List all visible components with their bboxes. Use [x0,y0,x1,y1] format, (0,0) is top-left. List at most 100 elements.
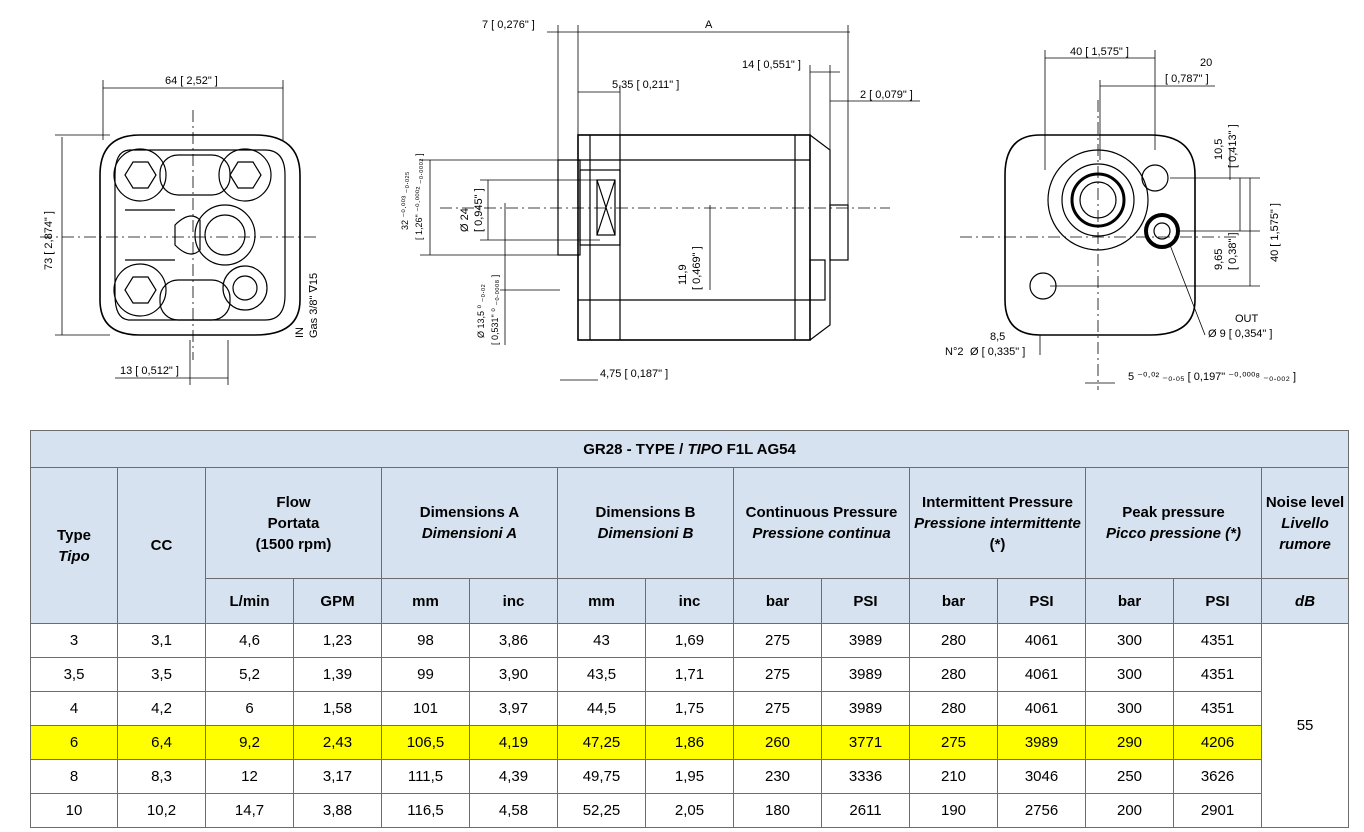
table-cell: 2611 [821,793,910,828]
table-cell: 1,23 [293,623,382,658]
front-height-label: 73 [ 2,874" ] [43,211,55,270]
front-view [99,134,301,336]
back-dimensions [960,50,1260,390]
table-cell: 98 [381,623,470,658]
table-cell: 280 [909,691,998,726]
table-cell: 3626 [1173,759,1262,794]
back-dim-965: 9,65 [1213,249,1225,270]
unit-header: GPM [293,578,382,624]
table-cell: 3,5 [30,657,118,692]
side-dim-119: 11,9 [677,264,689,285]
back-dim-105: 10,5 [1213,139,1225,160]
table-cell: 106,5 [381,725,470,760]
n2-label: N°2 [945,346,963,358]
back-dim-0787: [ 0,787" ] [1165,73,1209,85]
table-cell: 300 [1085,623,1174,658]
unit-header: bar [733,578,822,624]
table-cell: 1,75 [645,691,734,726]
table-cell: 43 [557,623,646,658]
table-cell: 10 [30,793,118,828]
side-dim-7: 7 [ 0,276" ] [482,19,535,31]
side-dim-475: 4,75 [ 0,187" ] [600,368,668,380]
side-dim-0469: [ 0,469" ] [691,246,703,290]
table-cell: 275 [733,657,822,692]
unit-header: PSI [821,578,910,624]
front-width-label: 64 [ 2,52" ] [165,75,218,87]
table-cell: 5,2 [205,657,294,692]
table-cell: 3771 [821,725,910,760]
out-label: OUT [1235,313,1259,325]
side-dim-126: [ 1,26" ⁻⁰·⁰⁰⁰² ₋₀.₀₀₀₂ ] [414,153,424,240]
table-cell: 1,95 [645,759,734,794]
unit-header-noise: dB [1260,578,1350,624]
table-cell: 3336 [821,759,910,794]
table-cell: 3,86 [469,623,558,658]
table-cell: 210 [909,759,998,794]
table-cell: 4,2 [117,691,206,726]
table-cell: 1,39 [293,657,382,692]
table-cell: 4 [30,691,118,726]
table-cell: 2756 [997,793,1086,828]
table-cell: 4,39 [469,759,558,794]
side-dim-2: 2 [ 0,079" ] [860,89,913,101]
table-cell: 3,5 [117,657,206,692]
table-cell: 230 [733,759,822,794]
side-dim-32: 32 ⁻⁰·⁰⁰³ ₋₀.₀₂₅ [400,171,410,230]
side-view [557,134,849,341]
table-cell: 101 [381,691,470,726]
side-dim-535: 5,35 [ 0,211" ] [612,79,679,91]
table-cell: 1,69 [645,623,734,658]
side-dimensions [420,25,920,381]
table-cell: 2,05 [645,793,734,828]
table-cell: 1,86 [645,725,734,760]
table-cell: 1,58 [293,691,382,726]
table-cell: 52,25 [557,793,646,828]
side-dim-0531: [ 0,531" ⁰ ₋₀.₀₀₀₈ ] [490,275,500,345]
table-cell: 4061 [997,691,1086,726]
table-cell: 4351 [1173,623,1262,658]
table-cell: 6 [30,725,118,760]
header-cc: CC [117,467,206,624]
table-cell: 111,5 [381,759,470,794]
unit-header: bar [909,578,998,624]
table-cell: 300 [1085,691,1174,726]
noise-value: 55 [1260,623,1350,828]
table-cell: 49,75 [557,759,646,794]
table-cell: 3,17 [293,759,382,794]
table-cell: 180 [733,793,822,828]
inlet-label: IN [294,327,306,338]
out-dim: Ø 9 [ 0,354" ] [1208,328,1272,340]
table-cell: 275 [909,725,998,760]
table-cell: 9,2 [205,725,294,760]
table-cell: 260 [733,725,822,760]
table-cell: 4,19 [469,725,558,760]
back-dim-038: [ 0,38" ] [1227,232,1239,270]
table-cell: 3046 [997,759,1086,794]
technical-drawing: 64 [ 2,52" ] 73 [ 2,874" ] 13 [ 0,512" ]… [40,19,1296,390]
unit-header: inc [469,578,558,624]
back-dim-0335: Ø [ 0,335" ] [970,346,1025,358]
table-cell: 1,71 [645,657,734,692]
table-cell: 3 [30,623,118,658]
unit-header: PSI [997,578,1086,624]
front-dimensions [40,80,320,385]
table-cell: 4061 [997,623,1086,658]
table-cell: 3989 [821,691,910,726]
side-dim-135: Ø 13,5 ⁰ ₋₀.₀₂ [476,284,486,338]
table-cell: 300 [1085,657,1174,692]
unit-header: mm [557,578,646,624]
